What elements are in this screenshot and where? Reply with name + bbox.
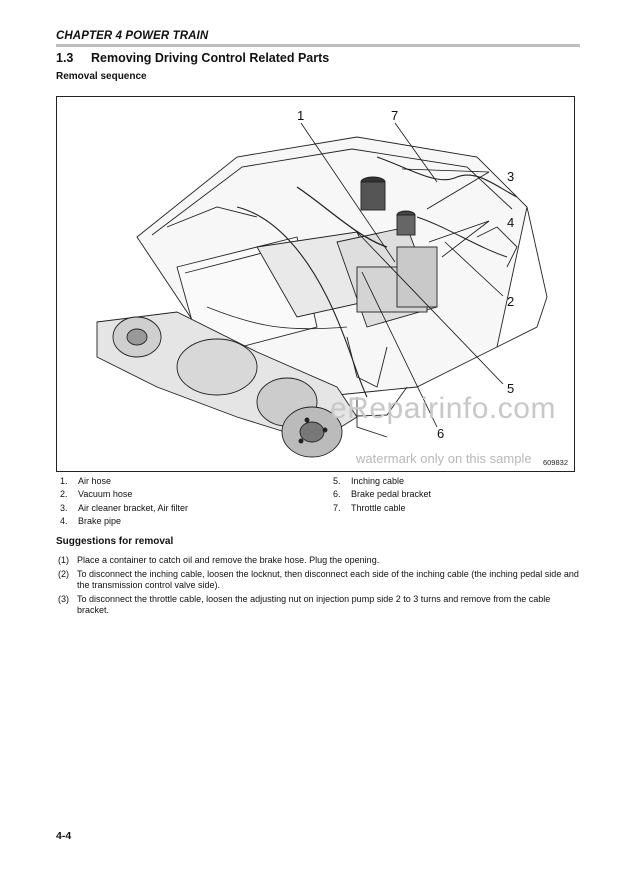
legend-item: 2. Vacuum hose [60,488,188,501]
legend-label: Inching cable [351,476,405,486]
legend-label: Brake pipe [78,516,122,527]
legend-label: Air cleaner bracket, Air filter [78,502,189,513]
step-number: (3) [58,594,69,604]
callout-3: 3 [507,169,514,184]
legend-number: 4. [60,516,68,527]
callout-1: 1 [297,108,304,123]
step-text: To disconnect the throttle cable, loosen… [77,594,551,615]
legend-number: 7. [333,502,341,513]
legend-number: 6. [333,489,341,500]
step-text: To disconnect the inching cable, loosen … [77,569,579,590]
step-number: (2) [58,569,69,579]
suggestion-step: (3) To disconnect the throttle cable, loo… [58,594,580,616]
suggestions-list: (1) Place a container to catch oil and re… [58,555,580,619]
legend-item: 3. Air cleaner bracket, Air filter [60,502,188,515]
chapter-header: CHAPTER 4 POWER TRAIN [56,30,209,42]
figure-code: 609832 [542,458,568,467]
drivetrain-illustration: 1 7 3 4 2 5 6 [96,108,548,458]
legend-number: 1. [60,476,68,486]
callout-7: 7 [391,108,398,123]
header-rule [56,44,580,47]
legend-label: Throttle cable [351,502,406,513]
legend-right: 5. Inching cable 6. Brake pedal bracket 7.… [333,475,431,515]
exploded-view-figure: 1 7 3 4 2 5 6 609832 [56,96,575,472]
step-text: Place a container to catch oil and remov… [77,555,380,565]
watermark-sub: watermark only on this sample [356,451,532,466]
legend-item: 5. Inching cable [333,475,431,488]
section-title: Removing Driving Control Related Parts [91,51,330,65]
page-number: 4-4 [56,830,72,842]
legend-item: 4. Brake pipe [60,515,188,528]
callout-6: 6 [437,426,444,441]
legend-label: Vacuum hose [78,489,133,500]
suggestions-heading: Suggestions for removal [56,536,174,547]
step-number: (1) [58,555,69,565]
legend-item: 1. Air hose [60,475,188,488]
legend-number: 5. [333,476,341,486]
legend-left: 1. Air hose 2. Vacuum hose 3. Air cleaner b… [60,475,188,529]
suggestion-step: (2) To disconnect the inching cable, loos… [58,569,580,591]
legend-number: 3. [60,502,68,513]
callout-2: 2 [507,294,514,309]
legend-label: Brake pedal bracket [351,489,432,500]
section-number: 1.3 [56,51,74,65]
legend-item: 6. Brake pedal bracket [333,488,431,501]
watermark-main: eRepairinfo.com [330,392,556,425]
removal-sequence-heading: Removal sequence [56,71,147,82]
legend-label: Air hose [78,476,112,486]
callout-5: 5 [507,381,514,396]
callout-4: 4 [507,215,514,230]
legend-number: 2. [60,489,68,500]
legend-item: 7. Throttle cable [333,502,431,515]
suggestion-step: (1) Place a container to catch oil and re… [58,555,580,566]
